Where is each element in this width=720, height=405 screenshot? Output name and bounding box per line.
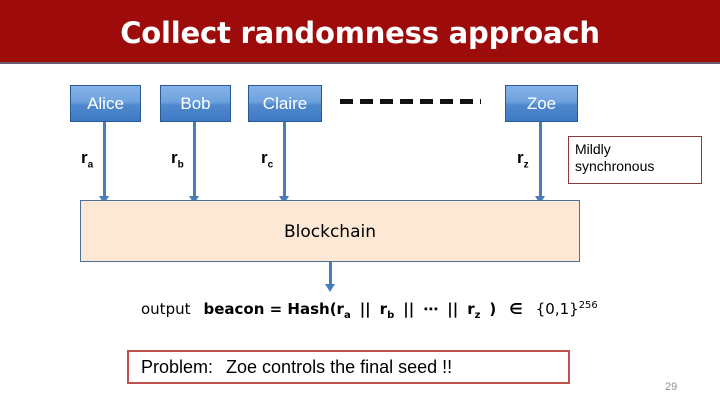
party-label-bob: Bob	[180, 94, 211, 113]
randomness-label-alice: ra	[81, 148, 93, 170]
arrow-alice-to-blockchain	[103, 122, 106, 205]
beacon-formula: output beacon = Hash(ra || rb || ⋯ || rz) ∈ {0,1}…	[141, 300, 598, 321]
randomness-subscript: z	[523, 159, 529, 171]
randomness-label-claire: rc	[261, 148, 273, 170]
arrow-claire-to-blockchain	[283, 122, 286, 205]
randomness-subscript: c	[267, 159, 274, 171]
formula-sep-3: ||	[447, 300, 459, 318]
randomness-symbol: r	[171, 148, 178, 167]
problem-box: Problem: Zoe controls the final seed !!	[127, 350, 570, 384]
party-label-zoe: Zoe	[526, 94, 557, 113]
blockchain-box[interactable]: Blockchain	[80, 200, 580, 262]
formula-membership-symbol: ∈	[509, 300, 523, 318]
party-box-claire[interactable]: Claire	[248, 85, 322, 122]
note-line-1: Mildly	[575, 141, 611, 157]
formula-sep-2: ||	[403, 300, 415, 318]
randomness-label-bob: rb	[171, 148, 184, 170]
formula-output-word: output	[141, 300, 191, 318]
note-line-2: synchronous	[575, 158, 655, 174]
arrow-blockchain-to-output	[329, 262, 332, 286]
formula-r-b: rb	[379, 300, 395, 321]
page-title: Collect randomness approach	[120, 16, 600, 50]
formula-beacon-hash: beacon = Hash(	[203, 300, 337, 318]
formula-r-a: ra	[336, 300, 351, 321]
page-number: 29	[665, 381, 678, 393]
randomness-symbol: r	[517, 148, 524, 167]
blockchain-label: Blockchain	[283, 222, 376, 242]
party-box-bob[interactable]: Bob	[160, 85, 231, 122]
arrowhead-output	[325, 284, 335, 292]
problem-text: Zoe controls the final seed !!	[226, 357, 453, 377]
formula-range: {0,1}256	[535, 300, 598, 318]
formula-sep-1: ||	[359, 300, 371, 318]
party-label-claire: Claire	[262, 94, 308, 113]
party-box-alice[interactable]: Alice	[70, 85, 141, 122]
party-box-zoe[interactable]: Zoe	[505, 85, 578, 122]
randomness-label-zoe: rz	[517, 148, 529, 170]
formula-r-z: rz	[467, 300, 481, 321]
formula-ellipsis: ⋯	[423, 300, 439, 318]
randomness-subscript: b	[177, 159, 184, 171]
formula-close-paren: )	[489, 300, 497, 318]
dashed-continuation-line	[340, 99, 481, 104]
party-label-alice: Alice	[87, 94, 124, 113]
randomness-subscript: a	[87, 159, 94, 171]
title-banner: Collect randomness approach	[0, 0, 720, 64]
randomness-symbol: r	[261, 148, 268, 167]
arrow-bob-to-blockchain	[193, 122, 196, 205]
problem-label: Problem:	[141, 357, 214, 377]
arrow-zoe-to-blockchain	[539, 122, 542, 205]
randomness-symbol: r	[81, 148, 88, 167]
mildly-synchronous-note: Mildly synchronous	[568, 136, 702, 184]
